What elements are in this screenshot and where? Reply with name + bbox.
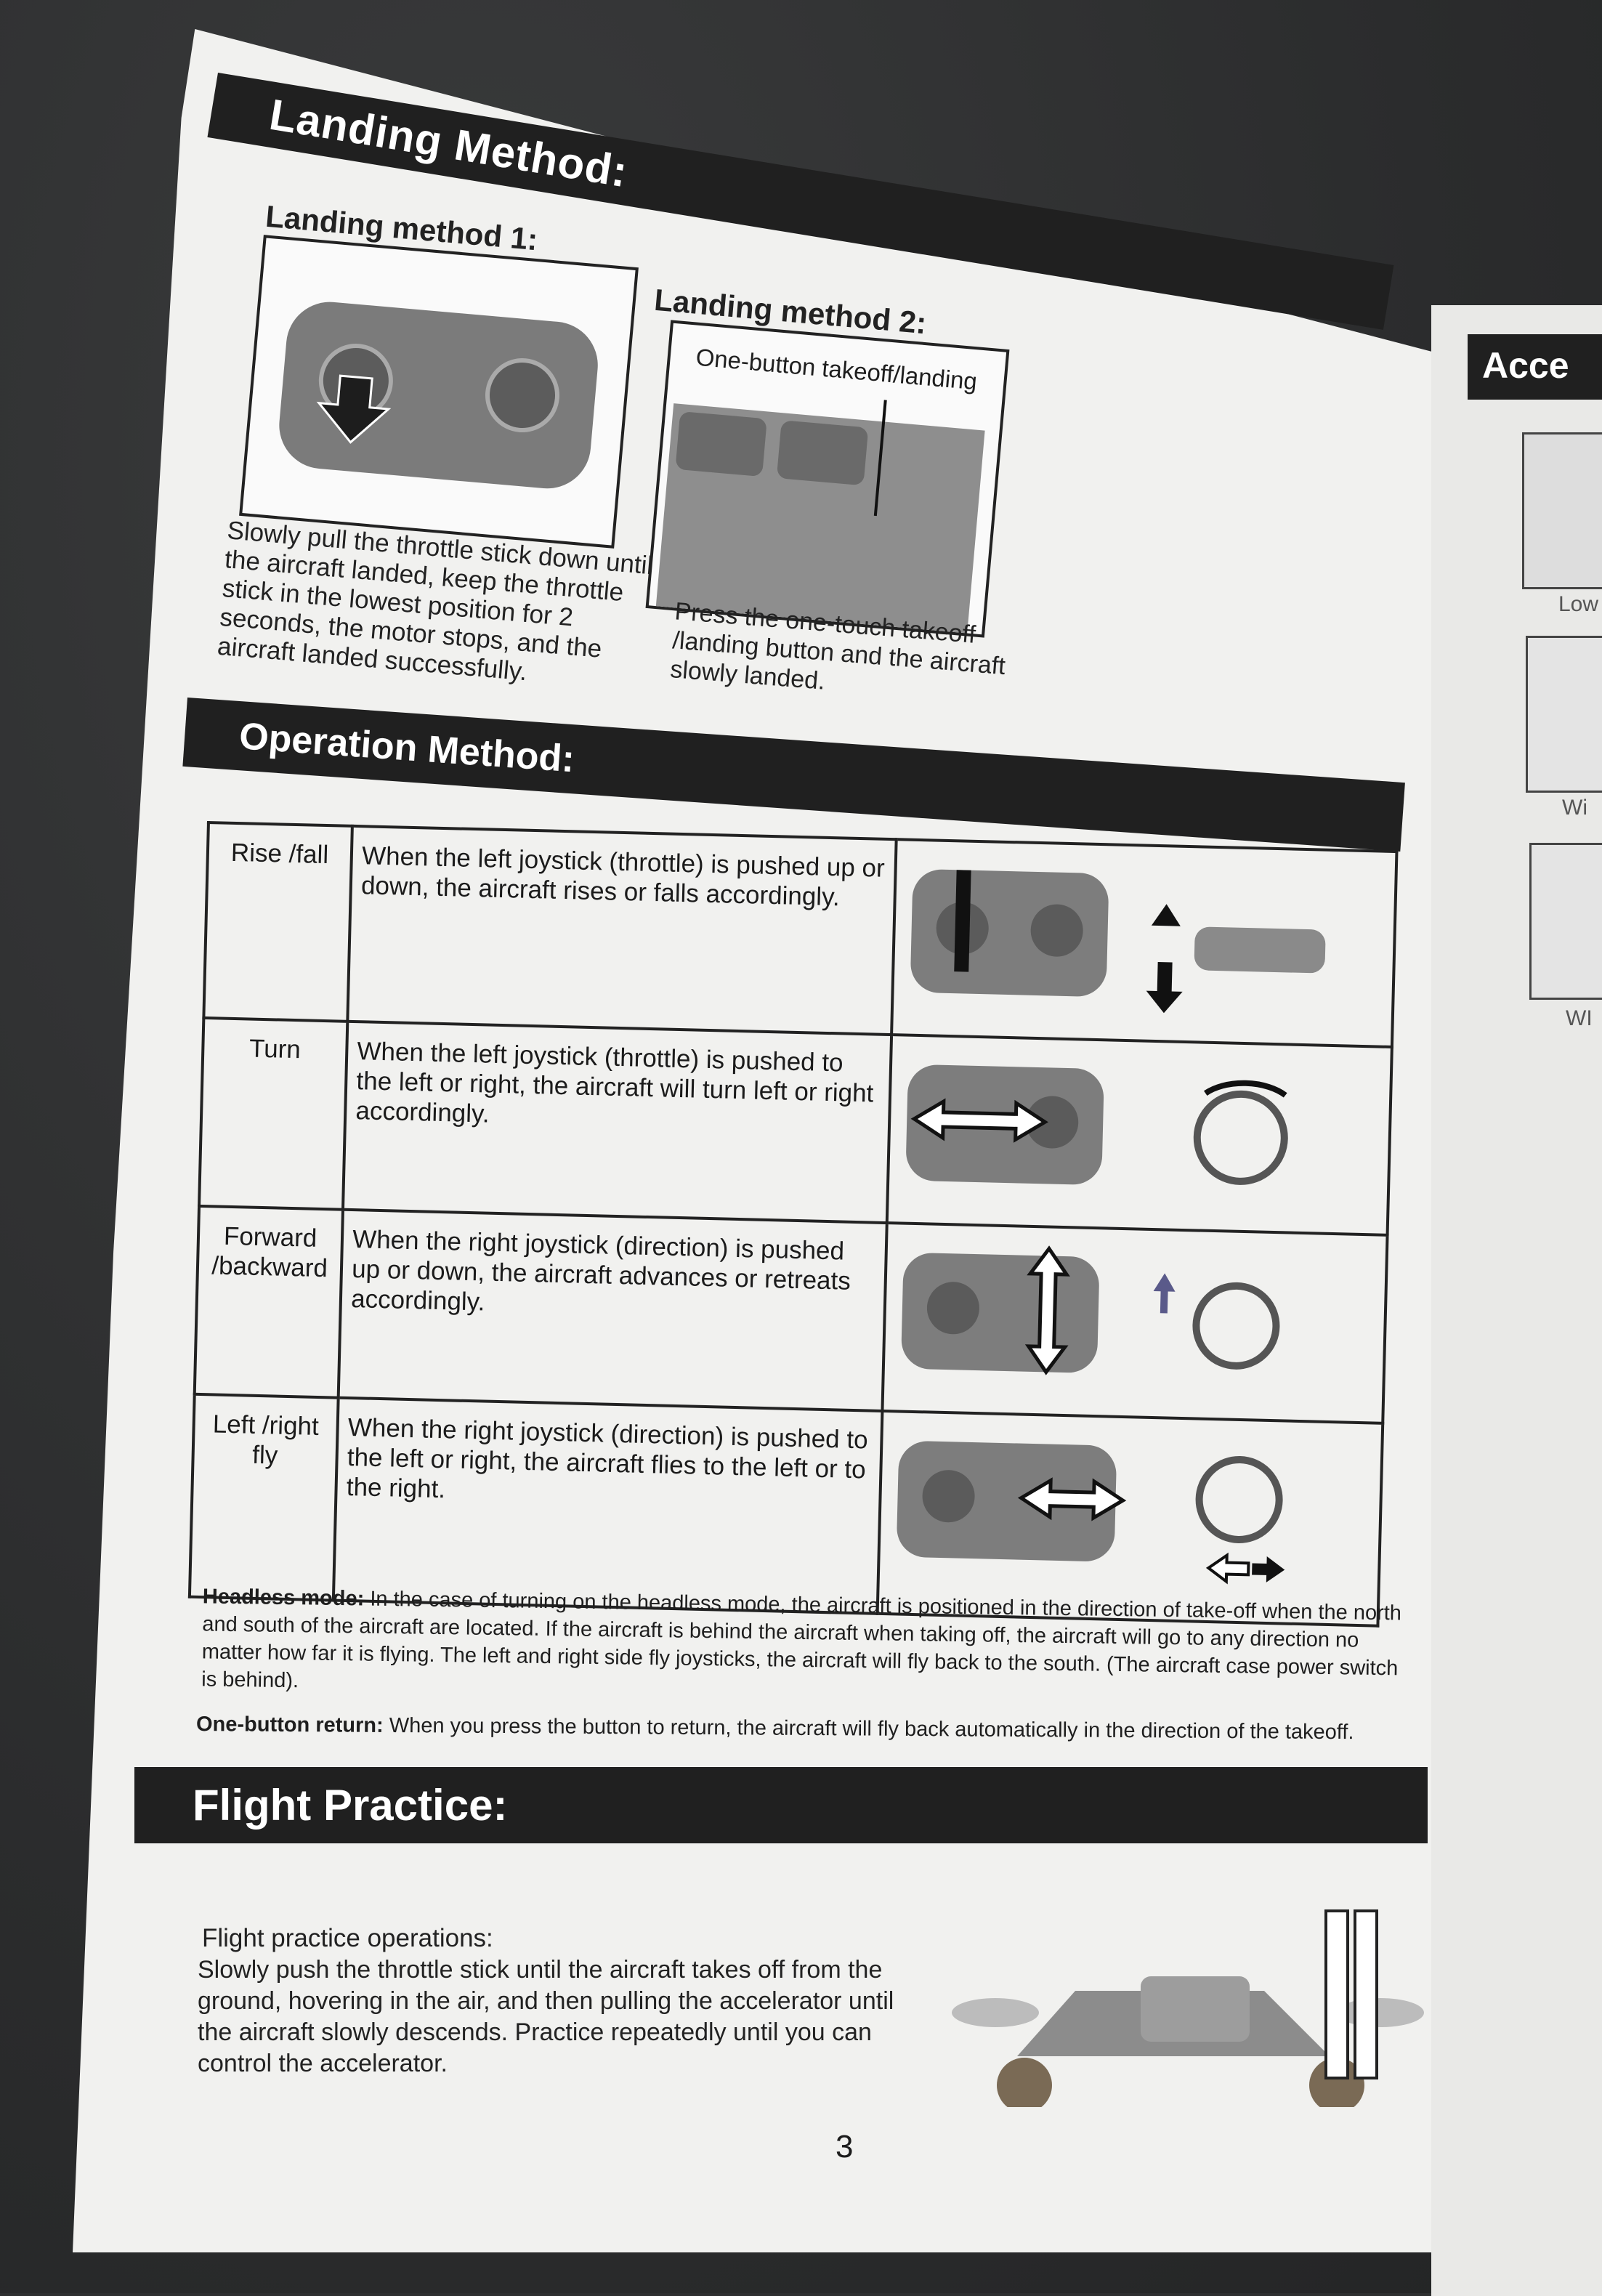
next-page-image-1: [1522, 432, 1602, 589]
row-label: Turn: [199, 1017, 348, 1210]
power-case-illustration: [655, 400, 985, 634]
drone-hover-illustration: [952, 1909, 1424, 2107]
operation-section-title: Operation Method:: [238, 715, 576, 781]
row-label: Rise /fall: [203, 822, 353, 1022]
rise-fall-illustration: [910, 869, 1326, 1014]
method1-image-box: [239, 235, 639, 549]
flight-section-title: Flight Practice:: [193, 1781, 508, 1830]
table-row: Forward /backward When the right joystic…: [194, 1205, 1388, 1423]
method2-image-box: One-button takeoff/landing: [645, 320, 1010, 638]
row-label: Forward /backward: [194, 1205, 344, 1398]
turn-illustration: [906, 1064, 1288, 1185]
row-label: Left /right fly: [189, 1394, 339, 1601]
next-page-label-1: Low: [1558, 592, 1599, 616]
row-description: When the left joystick (throttle) is pus…: [343, 1021, 892, 1224]
headless-mode-label: Headless mode:: [202, 1585, 365, 1611]
headless-mode-text: In the case of turning on the headless m…: [201, 1587, 1402, 1693]
row-illustration: [886, 1035, 1392, 1235]
forward-backward-illustration: [901, 1245, 1280, 1375]
row-illustration: [877, 1410, 1383, 1626]
row-description: When the right joystick (direction) is p…: [338, 1209, 887, 1411]
operation-table: Rise /fall When the left joystick (throt…: [188, 821, 1399, 1628]
table-row: Turn When the left joystick (throttle) i…: [199, 1017, 1392, 1235]
one-button-return-text: When you press the button to return, the…: [389, 1713, 1354, 1745]
flight-section-band: Flight Practice:: [134, 1767, 1428, 1843]
next-page-label-3: WI: [1566, 1006, 1593, 1030]
controller-throttle-down-illustration: [279, 302, 598, 489]
row-illustration: [882, 1223, 1388, 1423]
row-description: When the right joystick (direction) is p…: [333, 1397, 883, 1614]
flight-subtitle: Flight practice operations:: [202, 1924, 493, 1952]
one-button-return-label: One-button return:: [195, 1713, 384, 1737]
headless-mode-note: Headless mode: In the case of turning on…: [201, 1582, 1409, 1710]
next-page-label-2: Wi: [1562, 796, 1587, 820]
table-row: Left /right fly When the right joystick …: [189, 1394, 1383, 1626]
next-page-heading: Acce: [1468, 334, 1602, 400]
left-right-illustration: [897, 1441, 1285, 1585]
next-page-image-2: [1526, 636, 1602, 793]
row-illustration: [891, 839, 1397, 1047]
page-number: 3: [836, 2129, 854, 2164]
next-page-image-3: [1529, 843, 1602, 1000]
next-page: Acce Low Wi WI: [1431, 305, 1602, 2296]
row-description: When the left joystick (throttle) is pus…: [347, 825, 897, 1035]
flight-practice-text: Slowly push the throttle stick until the…: [198, 1956, 894, 2077]
table-row: Rise /fall When the left joystick (throt…: [203, 822, 1397, 1047]
